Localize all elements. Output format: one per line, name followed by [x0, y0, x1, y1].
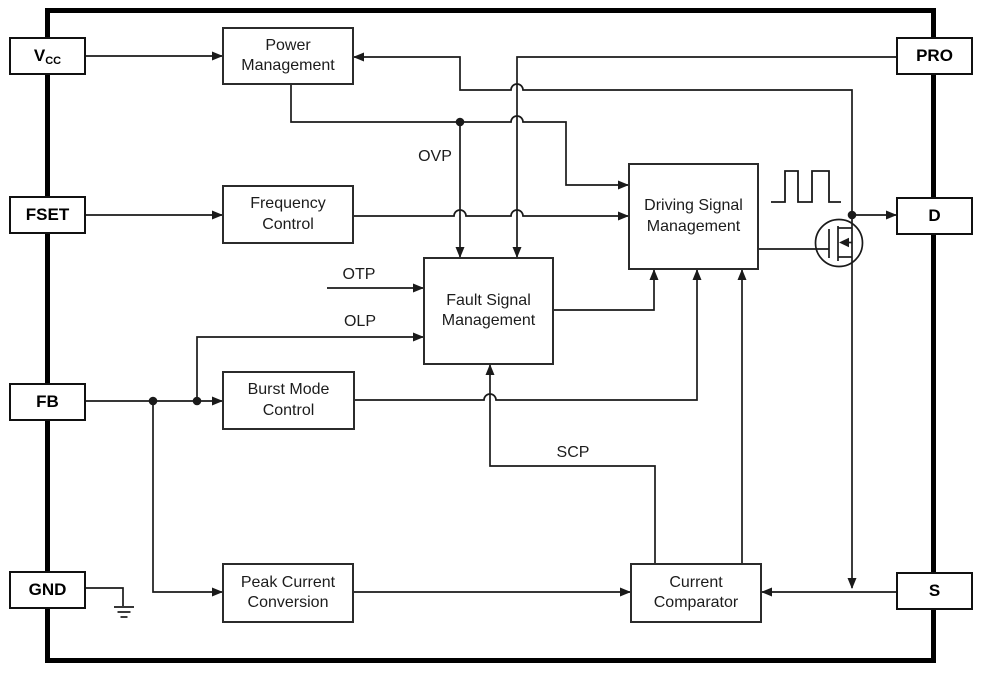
junction-dot [455, 117, 465, 127]
block-label: Power Management [241, 36, 335, 74]
pin-vcc: VCC [9, 37, 86, 75]
wire-pro-to-fault-signal-management [512, 56, 896, 258]
chip-boundary [45, 8, 936, 663]
pin-fb: FB [9, 383, 86, 421]
label-olp: OLP [343, 313, 376, 330]
wire-olp-to-fault-signal-management [196, 332, 424, 401]
pin-label: S [928, 581, 941, 600]
pin-label: FSET [25, 205, 70, 224]
pin-pro: PRO [896, 37, 973, 75]
block-label: Burst Mode Control [247, 381, 330, 419]
label-scp: SCP [556, 444, 590, 461]
block-driving-signal-management: Driving Signal Management [628, 163, 759, 270]
pulse-waveform-icon [771, 170, 841, 203]
block-label: Driving Signal Management [644, 197, 743, 235]
pin-d: D [896, 197, 973, 235]
pin-label: VCC [33, 46, 62, 67]
block-burst-mode-control: Burst Mode Control [222, 371, 355, 430]
junction-dot [847, 210, 857, 220]
block-label: Current Comparator [653, 573, 739, 611]
block-label: Frequency Control [250, 195, 326, 233]
wire-drain-to-power-management [353, 52, 853, 215]
pin-label: GND [28, 580, 67, 599]
wire-fb-to-peak-current-conversion [152, 401, 223, 597]
wire-fault-signal-management-to-driving-signal-management [554, 269, 659, 311]
pin-label: D [928, 206, 941, 225]
mosfet-icon [814, 218, 864, 268]
wire-power-management-to-driving-signal-management [290, 85, 629, 190]
junction-dot [148, 396, 158, 406]
ground-icon [86, 587, 134, 618]
block-current-comparator: Current Comparator [630, 563, 762, 623]
pin-gnd: GND [9, 571, 86, 609]
junction-dot [192, 396, 202, 406]
block-fault-signal-management: Fault Signal Management [423, 257, 554, 365]
label-otp: OTP [342, 266, 376, 283]
pin-label: PRO [916, 46, 953, 65]
pin-fset: FSET [9, 196, 86, 234]
block-peak-current-conversion: Peak Current Conversion [222, 563, 354, 623]
label-ovp: OVP [418, 148, 452, 165]
pin-s: S [896, 572, 973, 610]
wire-frequency-control-to-driving-signal-management [354, 209, 629, 221]
pin-label: FB [36, 392, 59, 411]
block-label: Peak Current Conversion [240, 573, 336, 611]
wire-scp-to-fault-signal-management [485, 364, 656, 563]
block-power-management: Power Management [222, 27, 354, 85]
wire-burst-mode-control-to-driving-signal-management [355, 269, 702, 401]
block-label: Fault Signal Management [441, 291, 536, 329]
block-frequency-control: Frequency Control [222, 185, 354, 244]
